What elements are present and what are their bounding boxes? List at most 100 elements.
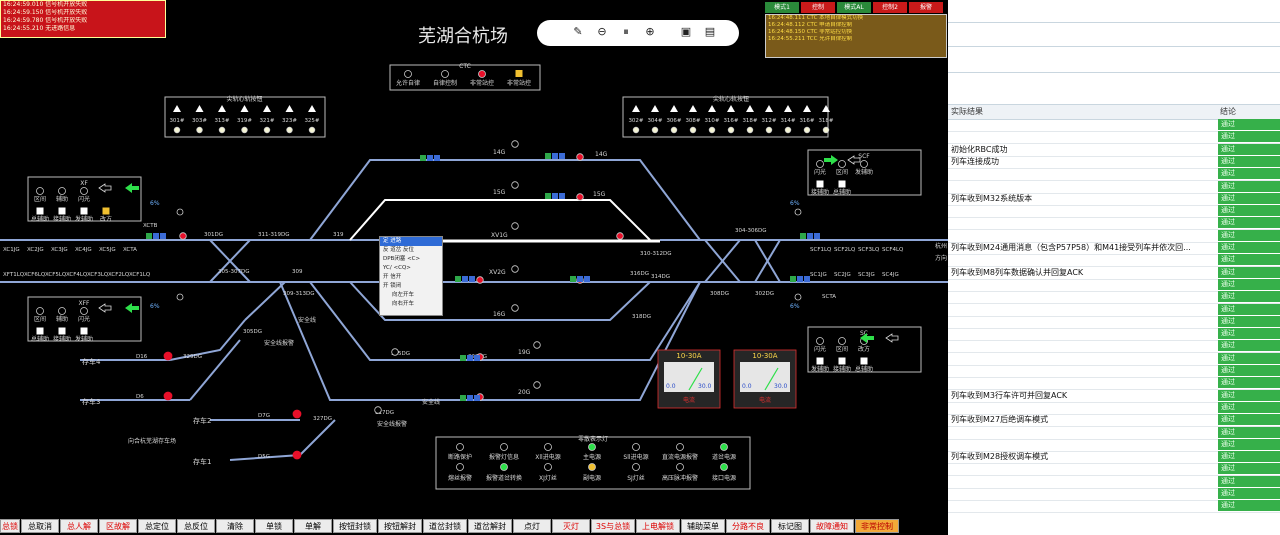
status-button-control2[interactable]: 控制2 <box>873 2 907 13</box>
section-button[interactable] <box>552 153 558 159</box>
step-forward-icon[interactable]: ⊕ <box>645 25 655 38</box>
block-button[interactable] <box>36 207 44 215</box>
status-button-control[interactable]: 控制 <box>801 2 835 13</box>
edit-icon[interactable]: ✎ <box>573 25 583 38</box>
command-button[interactable]: 故障通知 <box>810 519 854 533</box>
switch-arrow-icon[interactable] <box>822 105 830 112</box>
command-button[interactable]: 3S与总锁 <box>591 519 635 533</box>
block-button[interactable] <box>80 207 88 215</box>
switch-arrow-icon[interactable] <box>727 105 735 112</box>
section-button[interactable] <box>545 153 551 159</box>
menu-item-reverse[interactable]: 反 道岔 反位 <box>383 247 414 253</box>
section-button[interactable] <box>474 395 480 401</box>
section-button[interactable] <box>427 155 433 161</box>
block-button[interactable] <box>816 180 824 188</box>
switch-arrow-icon[interactable] <box>308 105 316 112</box>
section-button[interactable] <box>570 276 576 282</box>
command-button[interactable]: 单锁 <box>255 519 293 533</box>
section-button[interactable] <box>460 355 466 361</box>
switch-arrow-icon[interactable] <box>689 105 697 112</box>
alarm-panel[interactable]: 16:24:59.010 信号机开放失败 16:24:59.150 信号机开放失… <box>0 0 166 38</box>
status-button-alarm[interactable]: 报警 <box>909 2 943 13</box>
section-button[interactable] <box>467 395 473 401</box>
command-button[interactable]: 清除 <box>216 519 254 533</box>
command-button[interactable]: 灭灯 <box>552 519 590 533</box>
command-button[interactable]: 道岔解封 <box>468 519 512 533</box>
command-button[interactable]: 分路不良 <box>726 519 770 533</box>
switch-arrow-icon[interactable] <box>803 105 811 112</box>
switch-arrow-icon[interactable] <box>285 105 294 112</box>
section-button[interactable] <box>160 233 166 239</box>
section-button[interactable] <box>804 276 810 282</box>
switch-arrow-icon[interactable] <box>670 105 678 112</box>
command-button[interactable]: 区故解 <box>99 519 137 533</box>
section-button[interactable] <box>467 355 473 361</box>
section-button[interactable] <box>153 233 159 239</box>
section-button[interactable] <box>146 233 152 239</box>
menu-item-dpb[interactable]: DPB闭塞 <C> <box>383 256 421 262</box>
switch-arrow-icon[interactable] <box>218 105 226 112</box>
switch-arrow-icon[interactable] <box>632 105 640 112</box>
command-button[interactable]: 总人解 <box>60 519 98 533</box>
pause-icon[interactable]: ⏸ <box>623 25 629 38</box>
section-button[interactable] <box>455 276 461 282</box>
command-button[interactable]: 总反位 <box>177 519 215 533</box>
section-button[interactable] <box>559 193 565 199</box>
section-button[interactable] <box>469 276 475 282</box>
switch-arrow-icon[interactable] <box>173 105 181 112</box>
section-button[interactable] <box>814 233 820 239</box>
save-icon[interactable]: ▣ <box>680 25 692 38</box>
command-button[interactable]: 辅助菜单 <box>681 519 725 533</box>
block-button[interactable] <box>860 357 868 365</box>
command-button[interactable]: 非常控制 <box>855 519 899 533</box>
switch-arrow-icon[interactable] <box>651 105 659 112</box>
switch-arrow-icon[interactable] <box>240 105 249 112</box>
switch-arrow-icon[interactable] <box>746 105 754 112</box>
command-button[interactable]: 按钮封锁 <box>333 519 377 533</box>
menu-item-right[interactable]: 向右开车 <box>392 301 415 307</box>
block-button[interactable] <box>80 327 88 335</box>
section-button[interactable] <box>584 276 590 282</box>
switch-arrow-icon[interactable] <box>195 105 204 112</box>
block-button[interactable] <box>838 357 846 365</box>
command-button[interactable]: 按钮解封 <box>378 519 422 533</box>
section-button[interactable] <box>434 155 440 161</box>
status-button-mode1[interactable]: 模式1 <box>765 2 799 13</box>
section-button[interactable] <box>559 153 565 159</box>
menu-item-route[interactable]: 定 进路 <box>380 237 442 246</box>
block-button[interactable] <box>58 327 66 335</box>
command-button[interactable]: 总取消 <box>21 519 59 533</box>
switch-arrow-icon[interactable] <box>765 105 773 112</box>
block-button[interactable] <box>838 180 846 188</box>
switch-arrow-icon[interactable] <box>263 105 271 112</box>
section-button[interactable] <box>462 276 468 282</box>
ctc-button[interactable] <box>515 70 523 77</box>
switch-arrow-icon[interactable] <box>784 105 792 112</box>
block-button[interactable] <box>58 207 66 215</box>
section-button[interactable] <box>474 355 480 361</box>
section-button[interactable] <box>807 233 813 239</box>
section-button[interactable] <box>552 193 558 199</box>
block-button[interactable] <box>816 357 824 365</box>
section-button[interactable] <box>460 395 466 401</box>
command-button[interactable]: 上电解锁 <box>636 519 680 533</box>
menu-item-open[interactable]: 开 信开 <box>383 274 402 280</box>
event-log[interactable]: 16:24:48.111 CTC 本地自律模式切换 16:24:48.112 C… <box>765 14 947 58</box>
section-button[interactable] <box>420 155 426 161</box>
command-button[interactable]: 总锁 <box>0 519 20 533</box>
menu-item-left[interactable]: 向左开车 <box>392 292 415 298</box>
step-back-icon[interactable]: ⊖ <box>597 25 607 38</box>
block-button[interactable] <box>102 207 110 215</box>
switch-arrow-icon[interactable] <box>708 105 716 112</box>
command-button[interactable]: 单解 <box>294 519 332 533</box>
menu-item-lock[interactable]: 开 锁闭 <box>383 283 402 289</box>
status-button-modeal[interactable]: 模式AL <box>837 2 871 13</box>
command-button[interactable]: 总定位 <box>138 519 176 533</box>
section-button[interactable] <box>800 233 806 239</box>
station-diagram[interactable]: 芜湖合杭场CTC允许自律自律控制非常站控非常站控尖轨心轨按钮301#303#31… <box>0 0 948 535</box>
block-button[interactable] <box>36 327 44 335</box>
save-as-icon[interactable]: ▤ <box>704 25 716 38</box>
section-button[interactable] <box>545 193 551 199</box>
section-button[interactable] <box>797 276 803 282</box>
section-button[interactable] <box>790 276 796 282</box>
